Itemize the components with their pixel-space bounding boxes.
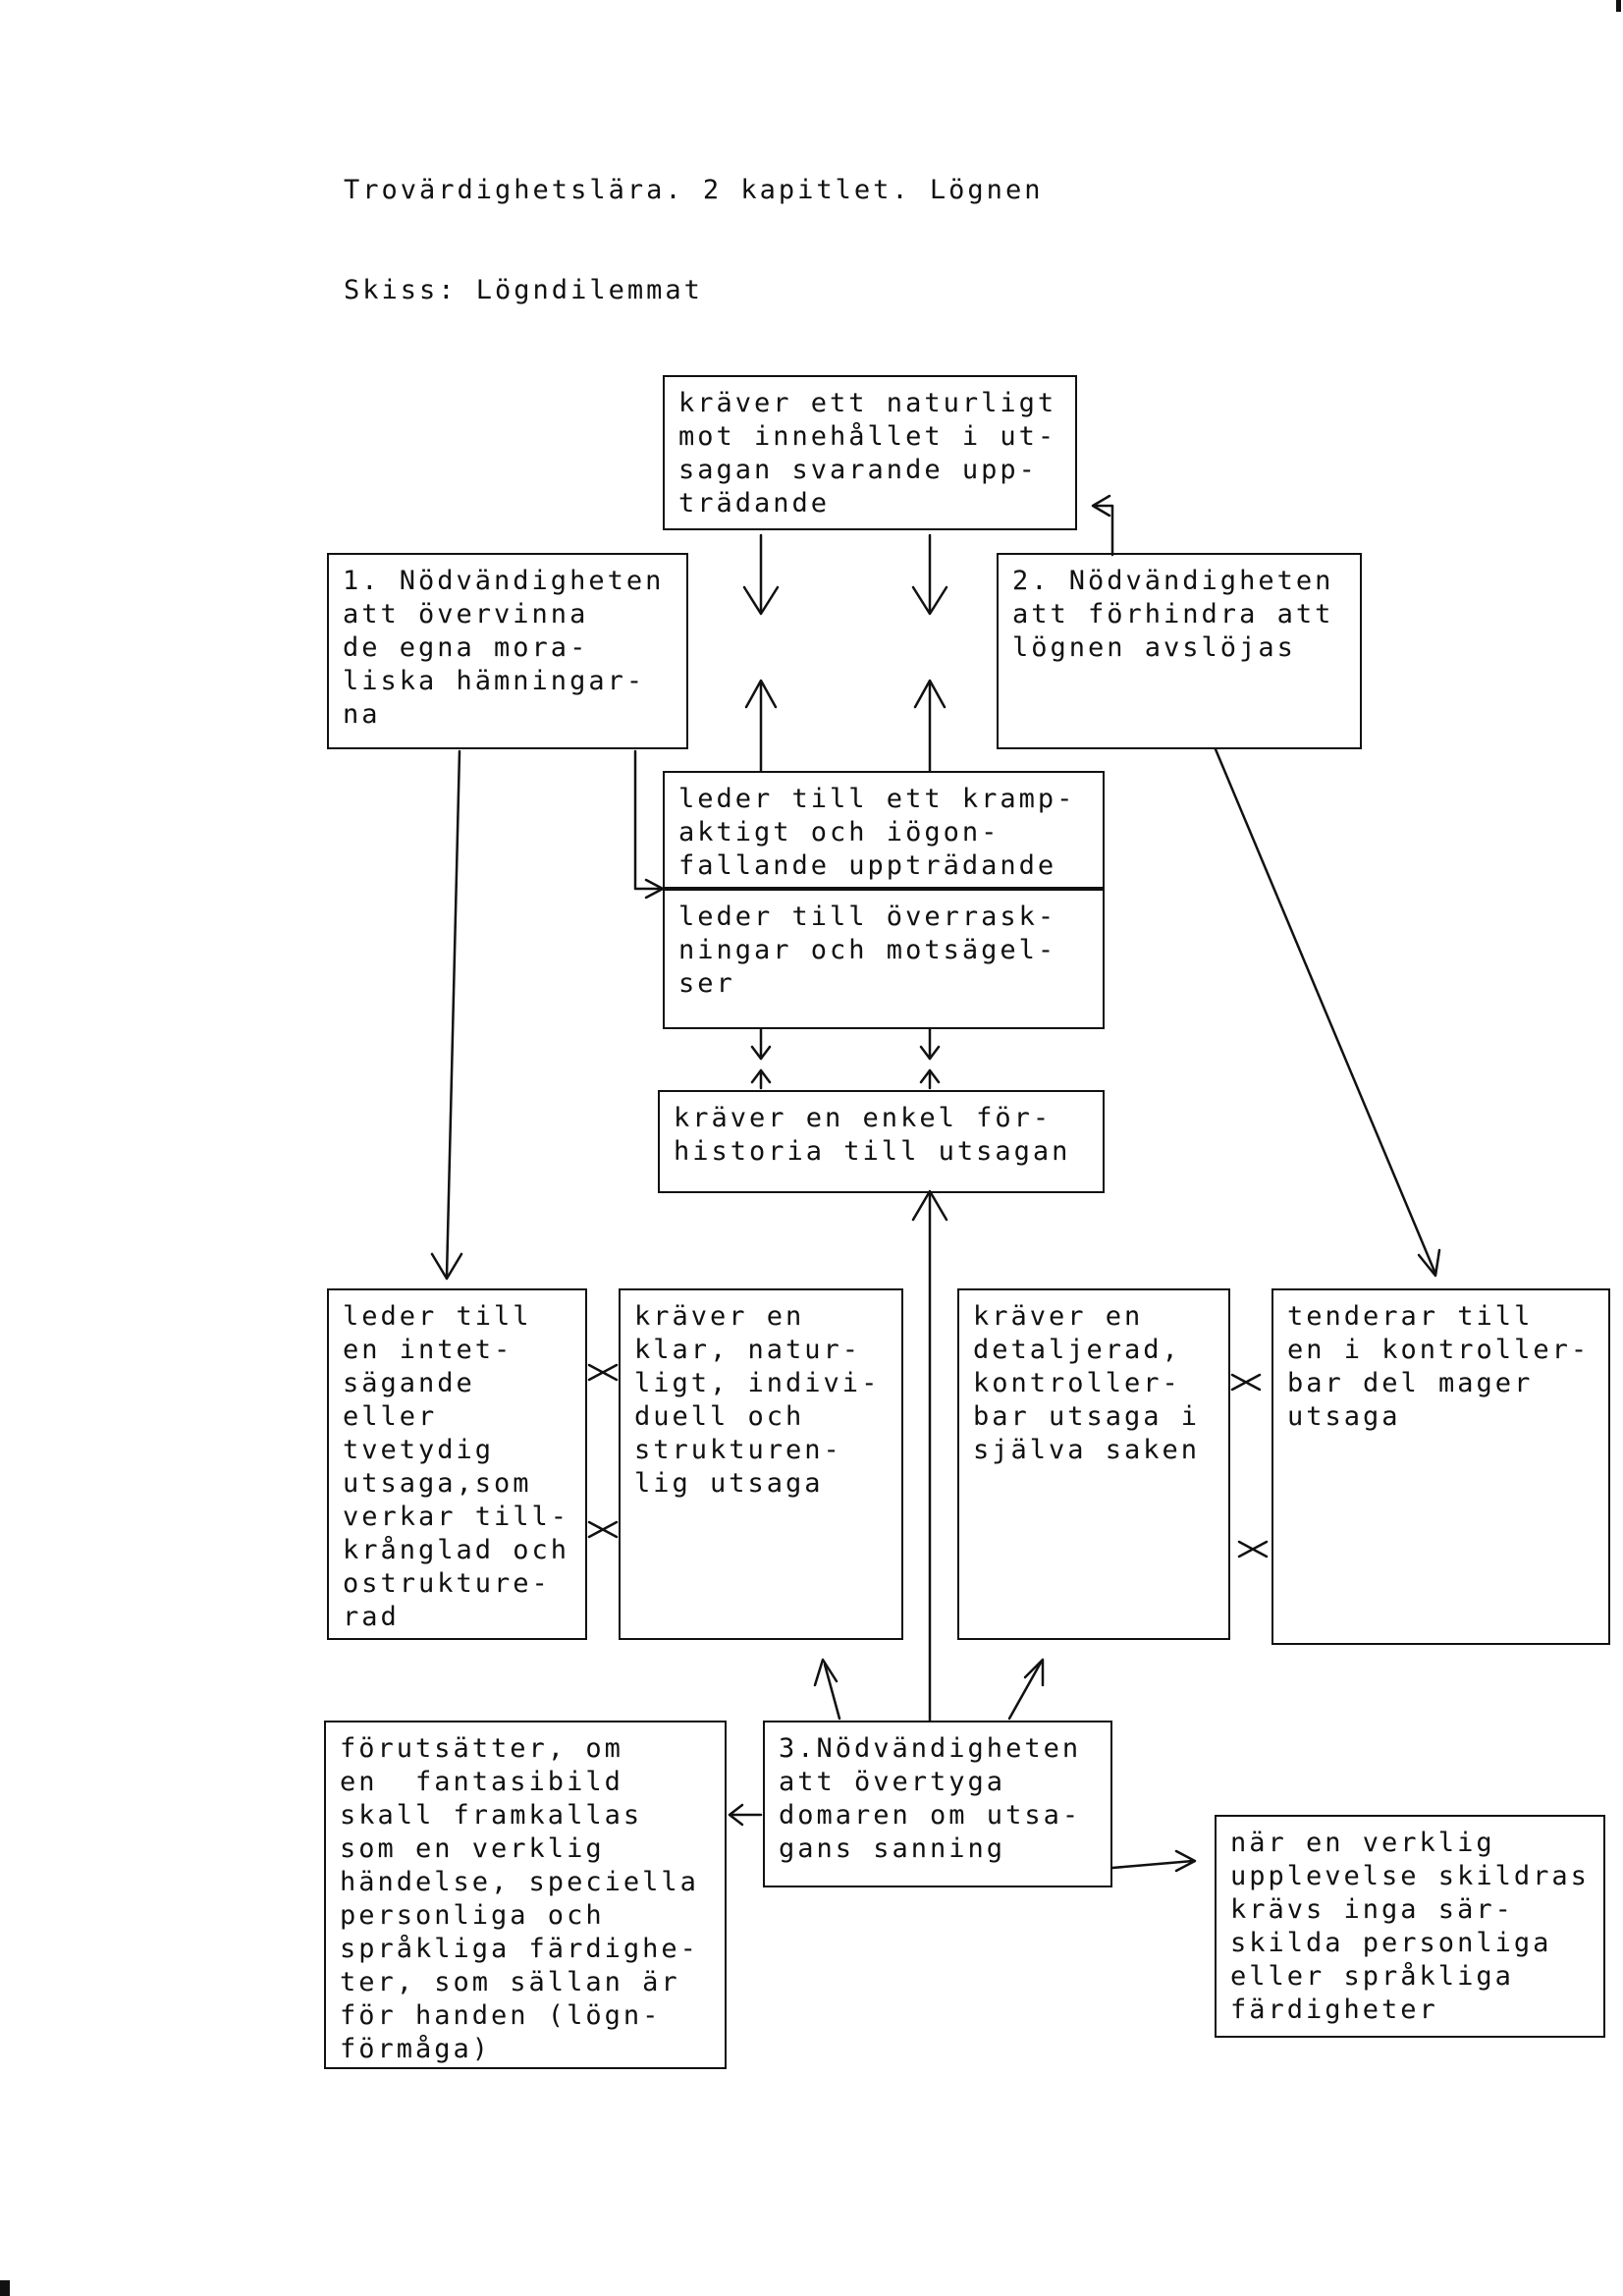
arrowhead-left [1091,494,1111,518]
connector-bent [633,749,665,891]
box-label: 2. Nödvändigheten att förhindra att lögn… [1012,566,1334,663]
scan-corner-mark [1616,0,1621,12]
box-real-experience: när en verklig upplevelse skildras krävs… [1215,1815,1605,2038]
collision-mark [1237,1540,1269,1558]
box-detailed-statement: kräver en detaljerad, kontroller- bar ut… [957,1288,1230,1640]
arrowhead-up [913,679,947,709]
box-meagre-statement: tenderar till en i kontroller- bar del m… [1271,1288,1610,1645]
box-convulsive-behaviour: leder till ett kramp- aktigt och iögon- … [663,771,1105,889]
box-label: 1. Nödvändigheten att övervinna de egna … [343,566,665,730]
collision-mark [587,1363,619,1382]
arrowhead-up [744,679,778,709]
arrowhead-up [750,1068,772,1084]
arrowhead-down [1417,1248,1441,1278]
arrowhead-down [911,585,948,616]
box-label: när en verklig upplevelse skildras krävs… [1230,1828,1590,2025]
collision-mark [1230,1373,1262,1392]
scan-corner-mark [0,2280,10,2296]
arrowhead-down [430,1252,463,1281]
arrowhead-down [750,1045,772,1061]
box-meaningless-statement: leder till en intet- sägande eller tvety… [327,1288,587,1640]
arrowhead-left [728,1803,744,1827]
connector-curve-right [1007,1661,1043,1721]
box-label: tenderar till en i kontroller- bar del m… [1287,1301,1591,1432]
document-subtitle: Skiss: Lögndilemmat [344,275,703,305]
box-necessity-2: 2. Nödvändigheten att förhindra att lögn… [997,553,1362,749]
box-surprises-contradictions: leder till överrask- ningar och motsägel… [663,889,1105,1029]
connector-long-right [1214,747,1437,1276]
box-necessity-1: 1. Nödvändigheten att övervinna de egna … [327,553,688,749]
arrowhead-up [1023,1658,1045,1687]
connector-curve-left [823,1663,841,1721]
box-necessity-3: 3.Nödvändigheten att övertyga domaren om… [763,1721,1112,1887]
box-label: förutsätter, om en fantasibild skall fra… [340,1733,699,2064]
arrowhead-up [919,1068,941,1084]
box-label: kräver en klar, natur- ligt, indivi- due… [634,1301,881,1499]
box-label: 3.Nödvändigheten att övertyga domaren om… [779,1733,1082,1864]
box-clear-statement: kräver en klar, natur- ligt, indivi- due… [619,1288,903,1640]
connector-long-left [445,749,461,1279]
box-requires-natural-behaviour: kräver ett naturligt mot innehållet i ut… [663,375,1077,530]
arrowhead-down [742,585,780,616]
connector-hook [1093,504,1114,557]
box-label: leder till överrask- ningar och motsägel… [678,902,1057,999]
box-label: leder till en intet- sägande eller tvety… [343,1301,570,1632]
collision-mark [587,1520,619,1539]
box-simple-backstory: kräver en enkel för- historia till utsag… [658,1090,1105,1193]
box-label: kräver ett naturligt mot innehållet i ut… [678,388,1057,519]
document-title: Trovärdighetslära. 2 kapitlet. Lögnen [344,175,1044,205]
box-label: kräver en enkel för- historia till utsag… [674,1103,1071,1167]
arrowhead-right [1174,1849,1197,1873]
arrowhead-down [919,1045,941,1061]
box-label: leder till ett kramp- aktigt och iögon- … [678,784,1076,881]
box-requires-lying-ability: förutsätter, om en fantasibild skall fra… [324,1721,727,2069]
box-label: kräver en detaljerad, kontroller- bar ut… [973,1301,1201,1465]
arrowhead-up [813,1658,839,1687]
